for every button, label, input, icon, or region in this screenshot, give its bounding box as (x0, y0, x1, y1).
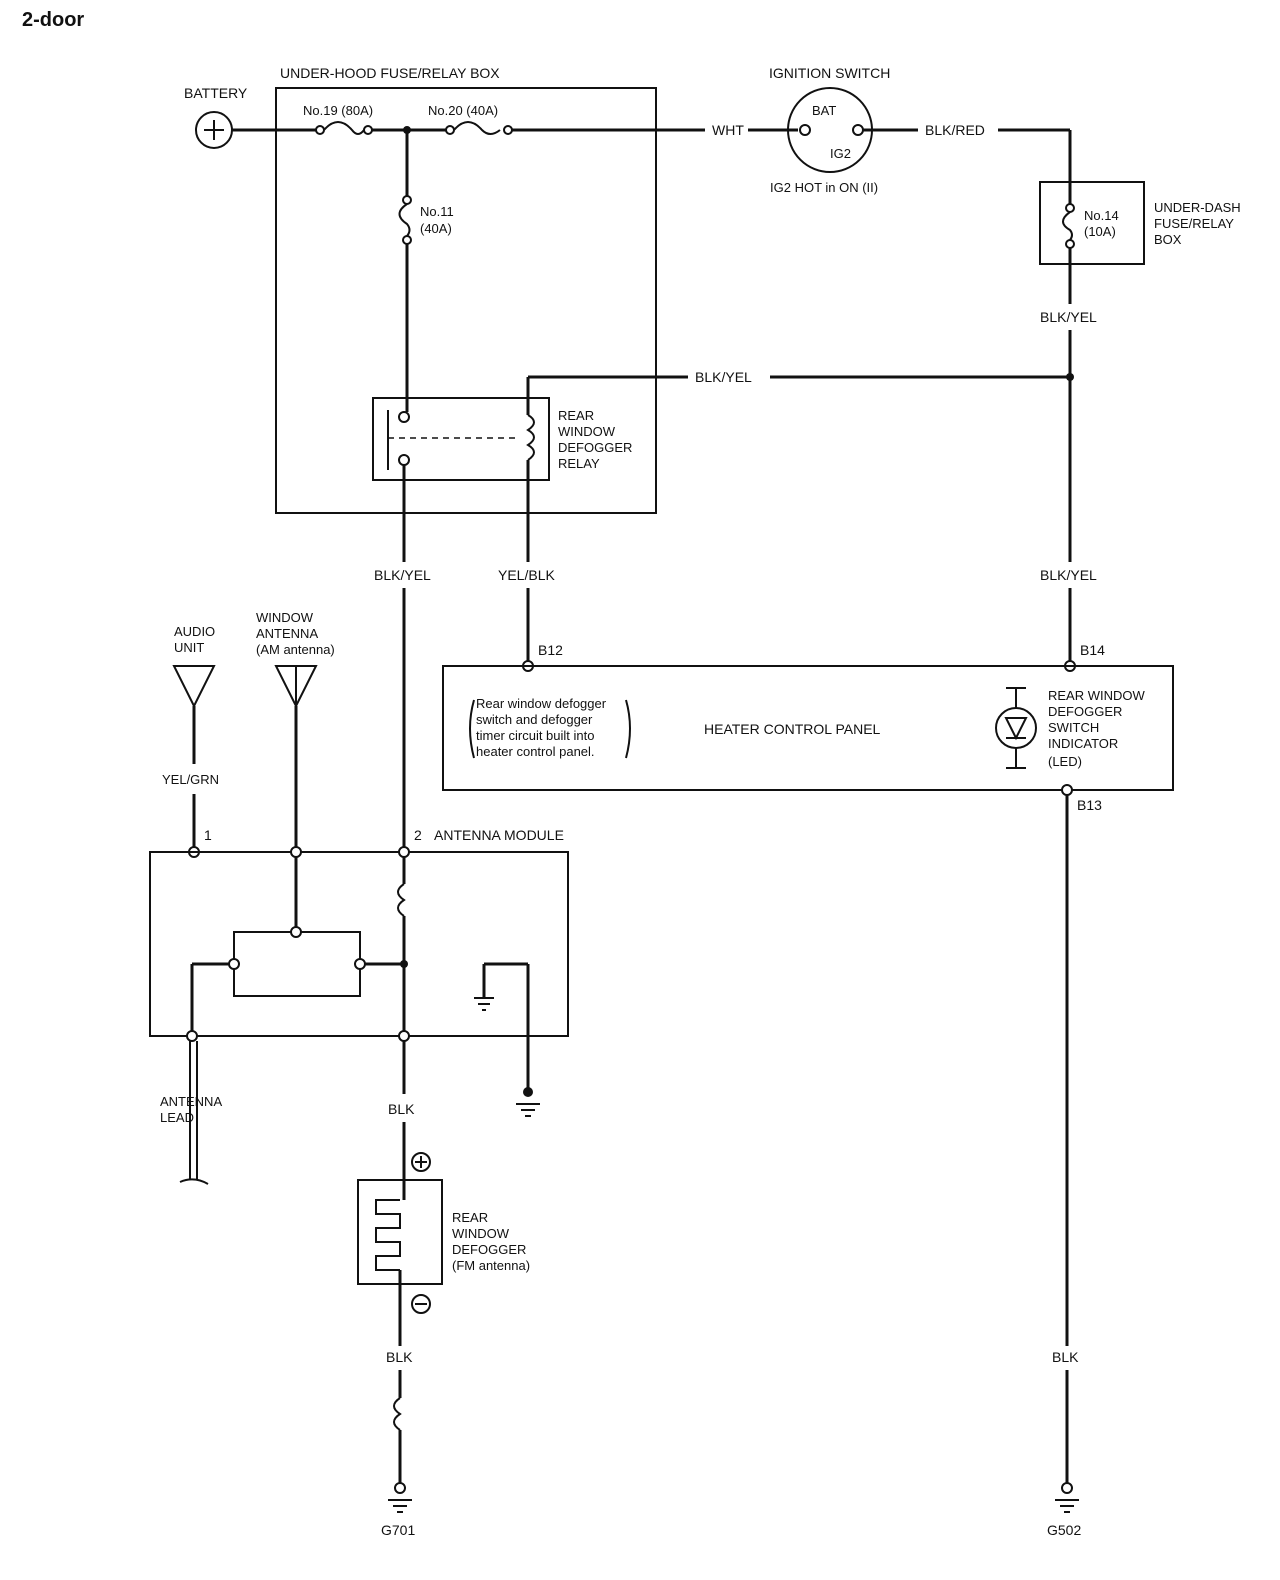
heater-note-2: switch and defogger (476, 712, 593, 727)
wire-blk-g502-label: BLK (1052, 1349, 1079, 1365)
wire-blk-red-label: BLK/RED (925, 122, 985, 138)
antenna-module-label: ANTENNA MODULE (434, 827, 564, 843)
wire-yel-blk-label: YEL/BLK (498, 567, 555, 583)
relay-label-2: WINDOW (558, 424, 616, 439)
relay-label-3: DEFOGGER (558, 440, 632, 455)
ground-g701-label: G701 (381, 1522, 415, 1538)
wire-blk-yel-module-label: BLK/YEL (374, 567, 431, 583)
wire-wht-label: WHT (712, 122, 744, 138)
defogger-label-4: (FM antenna) (452, 1258, 530, 1273)
ign-bat-terminal: BAT (812, 103, 836, 118)
audio-unit-antenna-icon (172, 665, 216, 709)
module-filter-block (233, 931, 361, 997)
window-antenna-label-1: WINDOW (256, 610, 314, 625)
ground-g701-icon (388, 1482, 412, 1513)
under-dash-fuse-relay-box (1039, 181, 1145, 265)
fuse-no20 (445, 121, 513, 135)
wire-blk-yel-relay-label: BLK/YEL (695, 369, 752, 385)
heater-control-panel-label: HEATER CONTROL PANEL (704, 721, 881, 737)
underhood-fuse-relay-box (275, 87, 657, 514)
window-antenna-label-3: (AM antenna) (256, 642, 335, 657)
ground-choke-coil (393, 1397, 402, 1431)
window-antenna-icon (274, 665, 318, 709)
page-title: 2-door (22, 9, 84, 31)
fuse-no11-rating: (40A) (420, 221, 452, 236)
relay-coil (526, 414, 535, 461)
antenna-module (149, 851, 569, 1037)
pin-b12: B12 (538, 642, 563, 658)
fuse-no14-label: No.14 (1084, 208, 1119, 223)
antenna-lead-label-2: LEAD (160, 1110, 194, 1125)
defogger-plus-icon (411, 1152, 431, 1172)
under-dash-label-3: BOX (1154, 232, 1182, 247)
ground-g502-label: G502 (1047, 1522, 1081, 1538)
defogger-grid (375, 1199, 401, 1271)
led-label-3: SWITCH (1048, 720, 1099, 735)
led-label-2: DEFOGGER (1048, 704, 1122, 719)
defogger-minus-icon (411, 1294, 431, 1314)
battery-label: BATTERY (184, 85, 248, 101)
module-coil (397, 883, 406, 917)
audio-unit-label-1: AUDIO (174, 624, 215, 639)
fuse-no11-label: No.11 (420, 204, 454, 219)
antenna-lead-label-1: ANTENNA (160, 1094, 222, 1109)
fuse-no11 (398, 195, 412, 245)
heater-note-1: Rear window defogger (476, 696, 607, 711)
heater-control-panel (442, 665, 1174, 791)
defogger-label-2: WINDOW (452, 1226, 510, 1241)
relay-label-1: REAR (558, 408, 594, 423)
rear-window-defogger-relay (372, 397, 550, 481)
fuse-no14 (1062, 203, 1075, 249)
defogger-label-1: REAR (452, 1210, 488, 1225)
battery-symbol (195, 111, 233, 149)
fuse-no19 (315, 121, 373, 135)
led-label-1: REAR WINDOW (1048, 688, 1146, 703)
defogger-label-3: DEFOGGER (452, 1242, 526, 1257)
ground-g502-icon (1055, 1482, 1079, 1513)
fuse-no14-rating: (10A) (1084, 224, 1116, 239)
pin-b14: B14 (1080, 642, 1105, 658)
led-label-4: INDICATOR (1048, 736, 1118, 751)
relay-label-4: RELAY (558, 456, 600, 471)
rear-window-defogger (357, 1179, 443, 1285)
wire-blk-yel-b14-label: BLK/YEL (1040, 567, 1097, 583)
fuse-no19-label: No.19 (80A) (303, 103, 373, 118)
fuse-no20-label: No.20 (40A) (428, 103, 498, 118)
pin-2: 2 (414, 827, 422, 843)
pin-1: 1 (204, 827, 212, 843)
led-label-5: (LED) (1048, 754, 1082, 769)
wire-blk-yel-fuse14-label: BLK/YEL (1040, 309, 1097, 325)
under-dash-label-1: UNDER-DASH (1154, 200, 1241, 215)
under-dash-label-2: FUSE/RELAY (1154, 216, 1234, 231)
heater-note-4: heater control panel. (476, 744, 595, 759)
ign-note: IG2 HOT in ON (II) (770, 180, 878, 195)
wire-blk-defogger-label: BLK (386, 1349, 413, 1365)
relay-switch (387, 410, 520, 470)
wire-blk-module-label: BLK (388, 1101, 415, 1117)
underhood-box-label: UNDER-HOOD FUSE/RELAY BOX (280, 65, 500, 81)
ign-ig2-terminal: IG2 (830, 146, 851, 161)
audio-unit-label-2: UNIT (174, 640, 204, 655)
window-antenna-label-2: ANTENNA (256, 626, 318, 641)
led-indicator-icon (995, 687, 1037, 769)
ignition-switch-label: IGNITION SWITCH (769, 65, 890, 81)
wire-yel-grn-label: YEL/GRN (162, 772, 219, 787)
module-ground-icon (516, 1087, 540, 1117)
pin-b13: B13 (1077, 797, 1102, 813)
heater-note-3: timer circuit built into (476, 728, 594, 743)
